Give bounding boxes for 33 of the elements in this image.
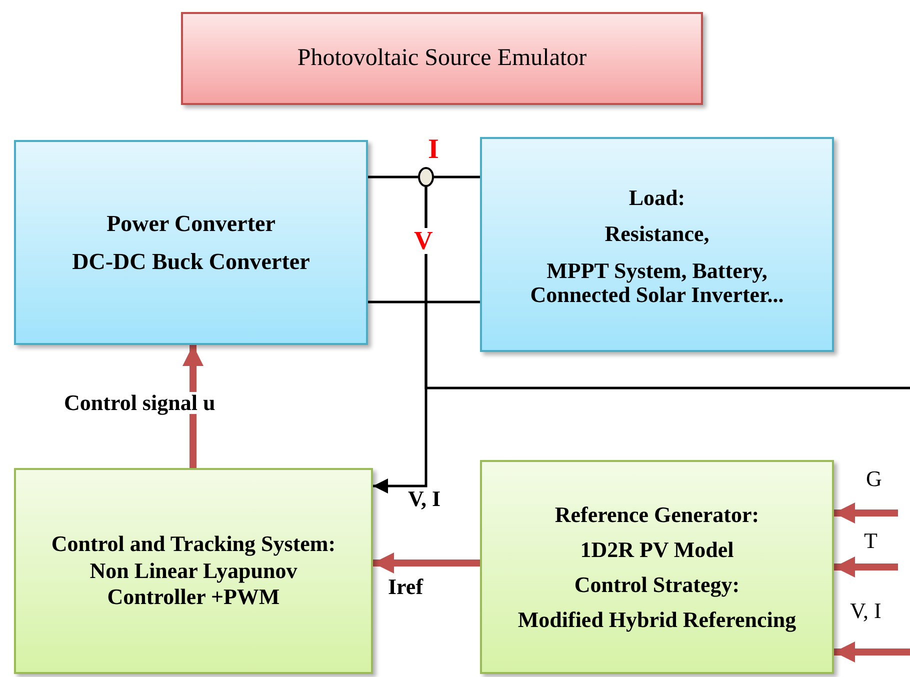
voltage-label: V bbox=[414, 228, 433, 254]
box-text: Reference Generator: bbox=[554, 502, 760, 526]
arrow bbox=[373, 552, 480, 574]
wire bbox=[368, 300, 480, 304]
box-text: Photovoltaic Source Emulator bbox=[297, 45, 587, 72]
block-box bbox=[14, 140, 368, 345]
box-text: Resistance, bbox=[604, 222, 710, 246]
block-box bbox=[480, 137, 834, 352]
box-text: DC-DC Buck Converter bbox=[72, 248, 310, 274]
arrow bbox=[834, 556, 898, 578]
edge-label: Iref bbox=[388, 576, 424, 598]
current-sensor-symbol bbox=[418, 167, 434, 187]
edge-label: G bbox=[866, 468, 882, 490]
box-text: Modified Hybrid Referencing bbox=[518, 608, 796, 632]
box-text: Control Strategy: bbox=[574, 573, 740, 596]
wire bbox=[434, 176, 480, 178]
arrow bbox=[834, 642, 910, 662]
block-box bbox=[14, 468, 373, 674]
block-box bbox=[480, 460, 834, 674]
edge-label: V, I bbox=[408, 488, 441, 510]
box-text: Load: bbox=[628, 186, 686, 210]
arrow bbox=[834, 502, 898, 524]
wire bbox=[424, 187, 910, 390]
box-text: Control and Tracking System: Non Linear Lyapunov Controller +PWM bbox=[50, 531, 337, 611]
edge-label: T bbox=[864, 530, 878, 552]
current-label: I bbox=[428, 136, 439, 164]
edge-label: V, I bbox=[850, 600, 882, 622]
emulator-box bbox=[181, 12, 703, 105]
box-text: Power Converter bbox=[106, 211, 276, 236]
wire bbox=[368, 176, 418, 178]
box-text: MPPT System, Battery, Connected Solar Inverter... bbox=[529, 258, 785, 307]
box-text: 1D2R PV Model bbox=[580, 538, 734, 561]
arrow bbox=[182, 345, 204, 468]
